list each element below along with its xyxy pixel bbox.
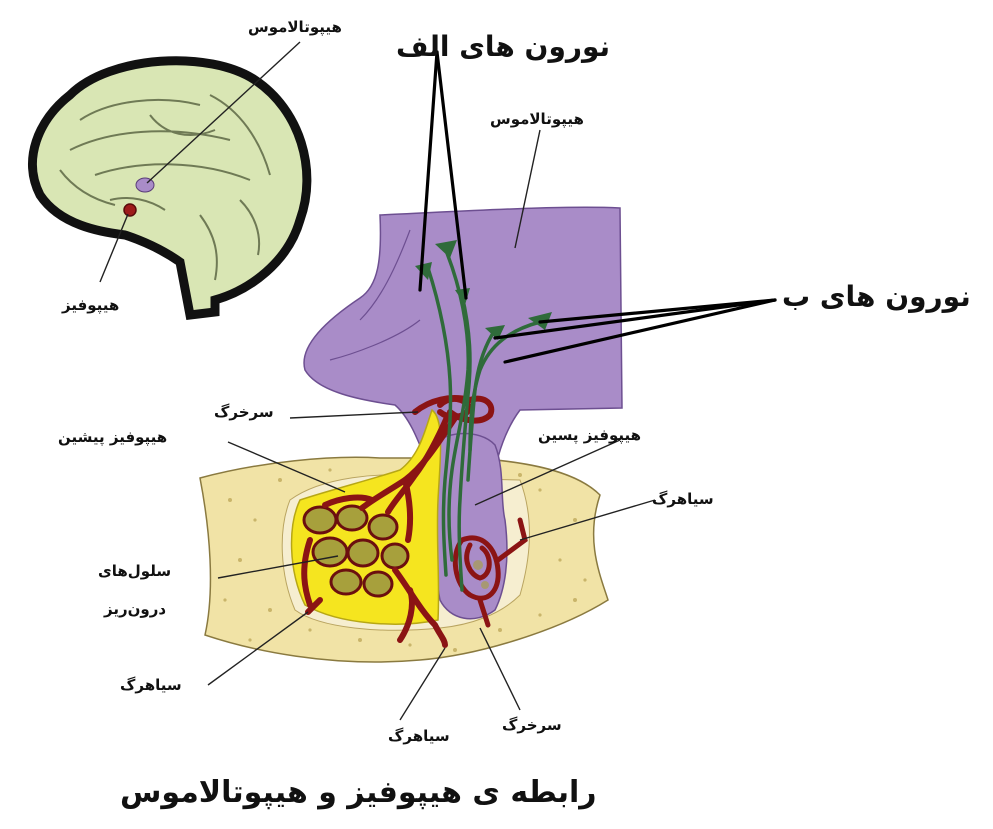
label-hypothalamus-inset: هیپوتالاموس [248,18,342,36]
label-vein-bottom: سیاهرگ [388,727,450,745]
label-posterior-pituitary: هیپوفیز پسین [538,426,641,444]
hypophysis-inset [124,204,136,216]
label-hypophysis-inset: هیپوفیز [62,296,119,314]
diagram-title: رابطه ی هیپوفیز و هیپوتالاموس [120,775,597,810]
hypothalamus-region-inset [136,178,154,192]
label-hypothalamus: هیپوتالاموس [490,110,584,128]
label-neurons-a: نورون های الف [396,30,610,63]
label-endocrine-cells-1: سلول‌های [98,562,171,580]
label-vein-right: سیاهرگ [652,490,714,508]
label-neurons-b: نورون های ب [782,280,971,313]
label-artery-bottom: سرخرگ [502,716,562,734]
label-artery-top: سرخرگ [214,403,274,421]
label-vein-left: سیاهرگ [120,676,182,694]
brain-inset [32,42,306,315]
label-anterior-pituitary: هیپوفیز پیشین [58,428,167,446]
label-endocrine-cells-2: درون‌ریز [104,600,166,618]
brain-shape [32,61,306,315]
